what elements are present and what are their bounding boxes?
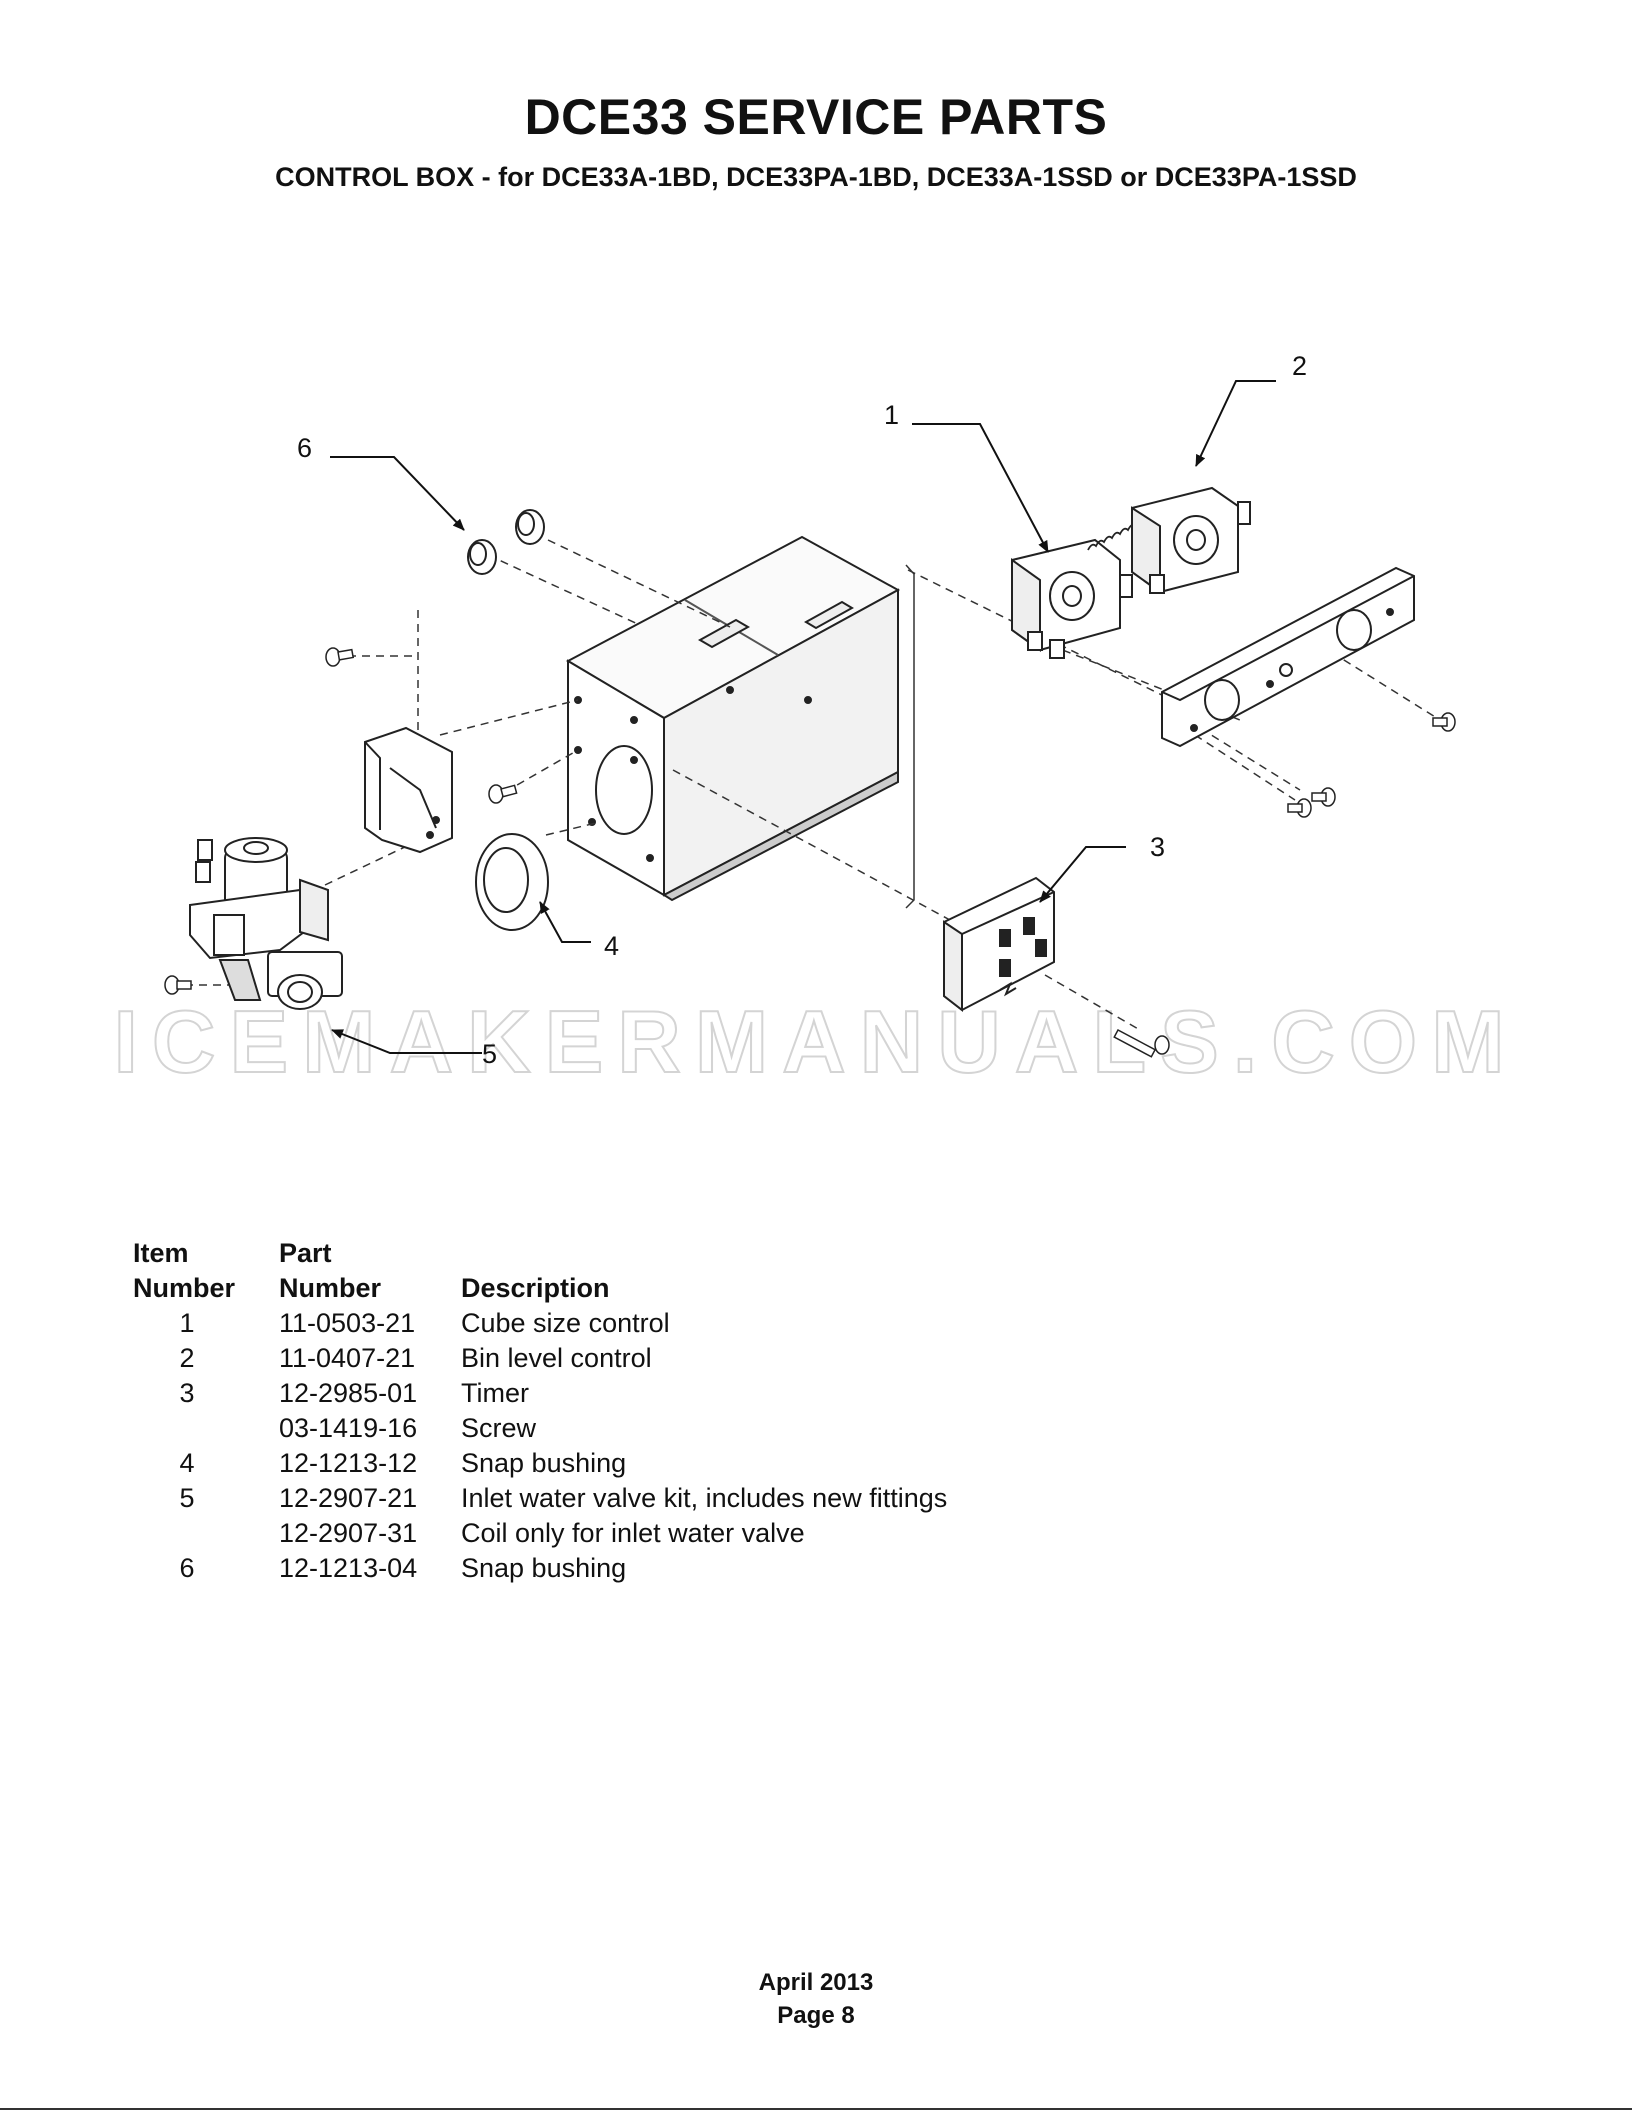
timer-module — [943, 876, 1055, 1013]
item-number: 1 — [179, 1308, 195, 1338]
part-description: Screw — [461, 1413, 537, 1443]
item-number: 6 — [179, 1553, 195, 1583]
part-number: 12-2985-01 — [279, 1378, 418, 1408]
table-row: 12-2907-31 Coil only for inlet water val… — [133, 1516, 947, 1551]
part-description: Timer — [461, 1378, 529, 1408]
control-mounting-bracket — [1161, 566, 1415, 748]
part-description: Snap bushing — [461, 1448, 627, 1478]
screw-box-front — [488, 784, 518, 804]
bin-level-control — [1131, 486, 1251, 594]
item-number — [133, 1516, 279, 1551]
part-description: Snap bushing — [461, 1553, 627, 1583]
part-description: Bin level control — [461, 1343, 652, 1373]
header-item-line1: Item — [133, 1238, 189, 1268]
callout-5: 5 — [482, 1039, 497, 1069]
table-row: 6 12-1213-04 Snap bushing — [133, 1551, 947, 1586]
cube-size-control — [1011, 538, 1133, 659]
table-row: 4 12-1213-12 Snap bushing — [133, 1446, 947, 1481]
table-row: 2 11-0407-21 Bin level control — [133, 1341, 947, 1376]
footer-page-number: Page 8 — [777, 2002, 855, 2029]
parts-header-row-2: Number Number Description — [133, 1271, 947, 1306]
callout-1: 1 — [884, 400, 899, 430]
table-row: 1 11-0503-21 Cube size control — [133, 1306, 947, 1341]
part-description: Inlet water valve kit, includes new fitt… — [461, 1483, 948, 1513]
screw-bracket-lower-1 — [1311, 787, 1336, 807]
snap-bushing-small-1 — [515, 509, 545, 545]
bottom-divider — [0, 2108, 1632, 2110]
parts-header-row-1: Item Part — [133, 1236, 947, 1271]
table-row: 5 12-2907-21 Inlet water valve kit, incl… — [133, 1481, 947, 1516]
inlet-water-valve — [189, 837, 343, 1010]
header-part-line2: Number — [279, 1273, 382, 1303]
item-number: 4 — [179, 1448, 195, 1478]
callout-4: 4 — [604, 931, 619, 961]
callout-2: 2 — [1292, 351, 1307, 381]
page-title: DCE33 SERVICE PARTS — [524, 89, 1108, 145]
page-footer: April 2013 Page 8 — [0, 1966, 1632, 2032]
part-number: 12-1213-12 — [279, 1448, 418, 1478]
callout-6: 6 — [297, 433, 312, 463]
header-description: Description — [461, 1273, 610, 1303]
exploded-parts-diagram: ICEMAKERMANUALS.COM — [112, 351, 1518, 1092]
item-number: 3 — [179, 1378, 195, 1408]
part-number: 12-2907-31 — [279, 1518, 418, 1548]
callout-labels: 1 2 3 4 5 6 — [297, 351, 1307, 1069]
snap-bushing-small-2 — [467, 539, 497, 575]
screw-valve — [164, 975, 192, 995]
table-row: 03-1419-16 Screw — [133, 1411, 947, 1446]
screw-left-top — [325, 647, 355, 667]
screw-timer — [1113, 1028, 1170, 1058]
screw-bracket-lower-2 — [1287, 798, 1312, 818]
part-description: Cube size control — [461, 1308, 670, 1338]
callout-3: 3 — [1150, 832, 1165, 862]
part-number: 11-0407-21 — [279, 1343, 416, 1373]
assembly-bracket-line — [905, 564, 915, 909]
part-number: 12-2907-21 — [279, 1483, 418, 1513]
item-number: 2 — [179, 1343, 195, 1373]
control-box-housing — [565, 535, 901, 902]
valve-bracket — [364, 726, 453, 854]
watermark-text: ICEMAKERMANUALS.COM — [113, 992, 1518, 1091]
parts-table: Item Part Number Number Description 1 11… — [133, 1236, 947, 1586]
screw-bracket-right — [1432, 712, 1456, 732]
part-number: 11-0503-21 — [279, 1308, 416, 1338]
item-number — [133, 1411, 279, 1446]
callout-leaders — [330, 380, 1276, 1054]
page-subtitle: CONTROL BOX - for DCE33A-1BD, DCE33PA-1B… — [275, 162, 1357, 192]
footer-date: April 2013 — [758, 1969, 874, 1996]
header-part-line1: Part — [279, 1238, 332, 1268]
item-number: 5 — [179, 1483, 195, 1513]
header-item-line2: Number — [133, 1273, 236, 1303]
parts-list: Item Part Number Number Description 1 11… — [133, 1236, 947, 1586]
snap-bushing-large — [475, 833, 549, 931]
part-description: Coil only for inlet water valve — [461, 1518, 805, 1548]
table-row: 3 12-2985-01 Timer — [133, 1376, 947, 1411]
header-empty — [461, 1236, 947, 1271]
part-number: 12-1213-04 — [279, 1553, 418, 1583]
part-number: 03-1419-16 — [279, 1413, 418, 1443]
